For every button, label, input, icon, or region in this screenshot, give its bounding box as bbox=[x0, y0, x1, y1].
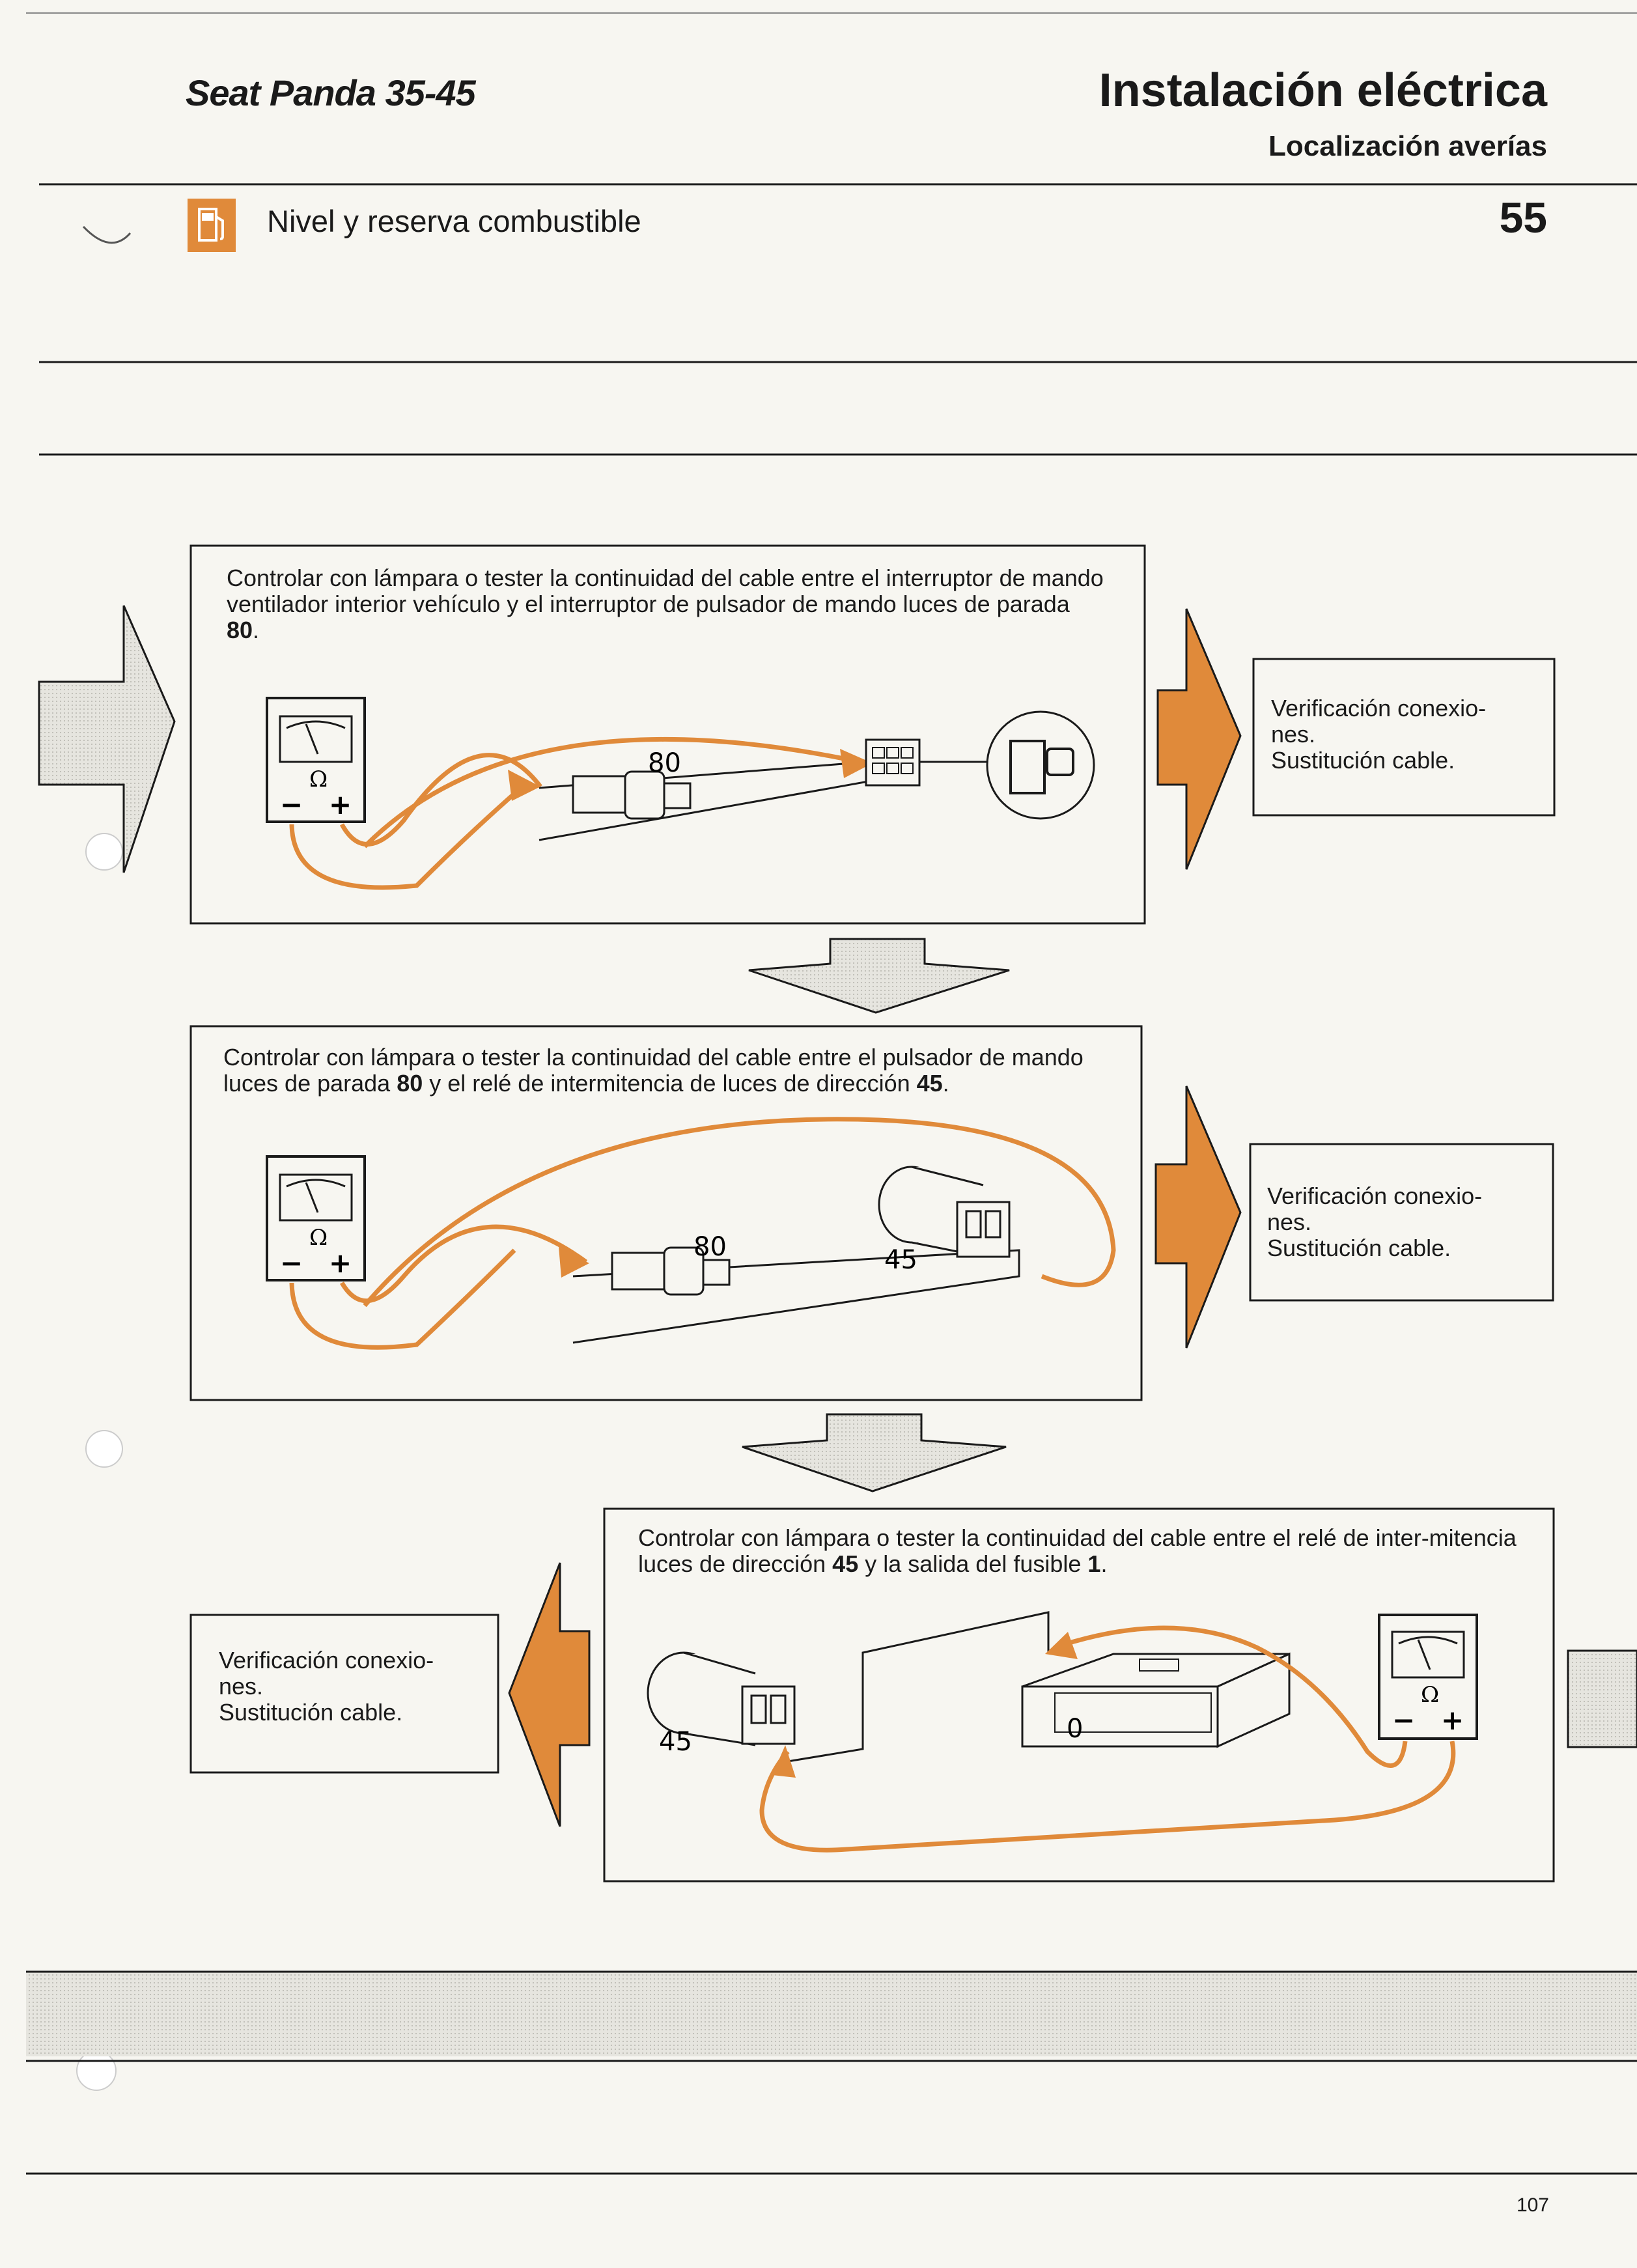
binder-hole bbox=[85, 1430, 123, 1468]
test-lead-negative bbox=[289, 786, 523, 890]
edge-tab bbox=[1567, 1649, 1637, 1748]
binder-hole bbox=[85, 833, 123, 871]
result-arrow bbox=[1154, 1085, 1242, 1349]
svg-text:+: + bbox=[329, 789, 352, 820]
step-1-result: Verificación conexio- nes. Sustitución c… bbox=[1271, 695, 1487, 774]
test-lead-negative bbox=[289, 1248, 516, 1350]
step-1-box bbox=[189, 544, 1146, 925]
svg-text:45: 45 bbox=[659, 1727, 692, 1757]
step-2-box bbox=[189, 1025, 1143, 1401]
step-2-result: Verificación conexio- nes. Sustitución c… bbox=[1267, 1183, 1483, 1261]
flasher-relay-icon bbox=[878, 1166, 1011, 1258]
document-subtitle: Localización averías bbox=[1268, 130, 1547, 162]
ohmmeter-icon: Ω − + bbox=[266, 697, 366, 823]
document-title: Instalación eléctrica bbox=[1098, 64, 1547, 117]
document-model: Seat Panda 35-45 bbox=[186, 72, 476, 113]
section-number: 55 bbox=[1499, 193, 1547, 242]
brake-light-switch-icon bbox=[611, 1246, 731, 1296]
svg-text:−: − bbox=[280, 1247, 303, 1279]
cable-line bbox=[787, 1611, 1050, 1763]
flasher-relay-icon bbox=[647, 1651, 796, 1746]
svg-text:Ω: Ω bbox=[309, 1225, 328, 1251]
svg-text:−: − bbox=[280, 789, 303, 820]
svg-text:+: + bbox=[1441, 1704, 1464, 1736]
down-arrow bbox=[748, 938, 1010, 1014]
fuse-label: 0 bbox=[1067, 1714, 1083, 1744]
connector-icon bbox=[865, 710, 1095, 820]
step-3-box bbox=[603, 1507, 1555, 1883]
svg-text:−: − bbox=[1392, 1704, 1415, 1736]
svg-text:80: 80 bbox=[693, 1232, 727, 1262]
ohmmeter-icon: Ω − + bbox=[1378, 1614, 1478, 1740]
brake-light-switch-icon bbox=[572, 770, 692, 820]
footer-band bbox=[26, 1972, 1637, 2056]
down-arrow bbox=[742, 1413, 1007, 1492]
cable-line bbox=[572, 1249, 1020, 1344]
meter-symbol: Ω bbox=[309, 766, 328, 792]
step-1-instruction: Controlar con lámpara o tester la contin… bbox=[227, 565, 1104, 643]
binder-hole bbox=[82, 225, 132, 244]
fuel-pump-icon bbox=[188, 199, 236, 252]
fuse-box-icon bbox=[1021, 1652, 1291, 1748]
entry-arrow bbox=[38, 605, 176, 873]
binder-hole bbox=[76, 2051, 117, 2091]
ohmmeter-icon: Ω − + bbox=[266, 1155, 366, 1281]
test-lead-positive bbox=[339, 1224, 588, 1303]
step-2-result-box bbox=[1249, 1143, 1554, 1302]
svg-text:+: + bbox=[329, 1247, 352, 1279]
step-2-instruction: Controlar con lámpara o tester la contin… bbox=[223, 1044, 1084, 1097]
step-1-result-box bbox=[1252, 658, 1556, 817]
step-3-instruction: Controlar con lámpara o tester la contin… bbox=[638, 1524, 1517, 1577]
step-3-result-box bbox=[189, 1614, 499, 1774]
svg-text:Ω: Ω bbox=[1421, 1682, 1439, 1708]
component-label-45: 45 bbox=[884, 1245, 917, 1275]
result-arrow bbox=[508, 1562, 591, 1827]
component-label-80: 80 bbox=[648, 748, 681, 778]
test-lead-positive bbox=[759, 1741, 1456, 1853]
page-number: 107 bbox=[1516, 2194, 1549, 2216]
test-lead-negative bbox=[1054, 1625, 1408, 1768]
test-lead-to-connector bbox=[363, 736, 860, 848]
result-arrow bbox=[1156, 608, 1242, 870]
section-label: Nivel y reserva combustible bbox=[267, 204, 641, 238]
step-3-result: Verificación conexio- nes. Sustitución c… bbox=[219, 1647, 434, 1726]
test-lead-to-relay bbox=[363, 1117, 1116, 1308]
